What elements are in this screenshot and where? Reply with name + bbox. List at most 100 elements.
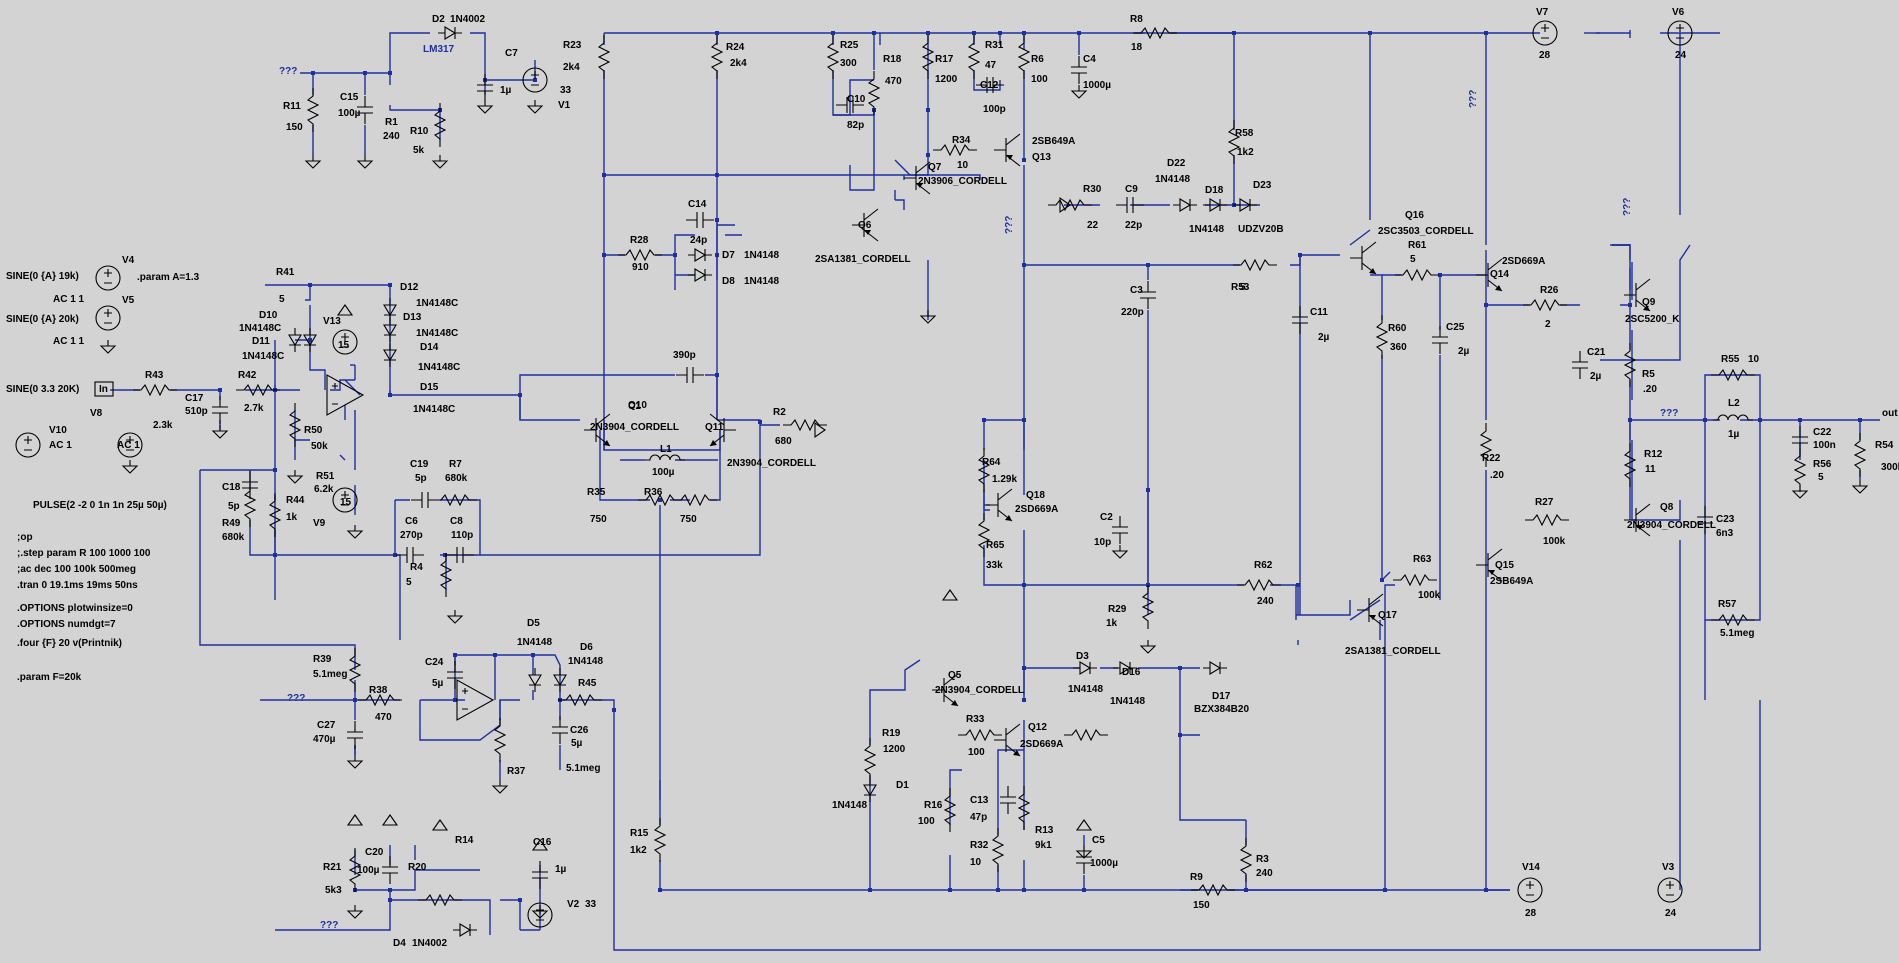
val-R54: 300k — [1881, 462, 1899, 473]
ref-R45: R45 — [578, 678, 597, 689]
val-C25: 2µ — [1458, 346, 1470, 357]
val-R35: 750 — [590, 514, 607, 525]
ref-V1: V1 — [558, 100, 571, 111]
ref-C15: C15 — [340, 92, 359, 103]
val-R62: 240 — [1257, 596, 1274, 607]
ref-D4: D4 — [393, 938, 406, 949]
ref-D3: D3 — [1076, 651, 1089, 662]
ref-D15: D15 — [420, 382, 439, 393]
val-R50: 50k — [311, 441, 328, 452]
ref-C23: C23 — [1716, 514, 1735, 525]
ref-R58: R58 — [1235, 128, 1254, 139]
model-D13: 1N4148C — [416, 328, 458, 339]
val-C26b: 5.1meg — [566, 763, 600, 774]
val-C21: 2µ — [1590, 371, 1602, 382]
val-R55: 10 — [1748, 354, 1760, 365]
model-D22: 1N4148 — [1155, 174, 1190, 185]
ref-Q6: Q6 — [858, 220, 872, 231]
val-R60: 360 — [1390, 342, 1407, 353]
ref-C2: C2 — [1100, 512, 1113, 523]
ref-V2: V2 — [567, 899, 580, 910]
val-C4: 1000µ — [1083, 80, 1111, 91]
val-R19: 1200 — [883, 744, 906, 755]
ac-V8: AC 1 — [117, 440, 140, 451]
ref-L1: L1 — [660, 444, 672, 455]
val-R64: 1.29k — [992, 474, 1017, 485]
val-R17: 1200 — [935, 74, 958, 85]
ref-R51: R51 — [316, 471, 335, 482]
val-C16: 1µ — [555, 864, 567, 875]
ref-C5: C5 — [1092, 835, 1105, 846]
model-D10: 1N4148C — [239, 323, 281, 334]
ref-Q7: Q7 — [928, 162, 942, 173]
val-C20: 100µ — [357, 865, 380, 876]
ref-R4: R4 — [410, 562, 423, 573]
junction-dots — [218, 31, 1862, 902]
val-R57: 5.1meg — [1720, 628, 1754, 639]
val-R18: 470 — [885, 76, 902, 87]
ref-Q12: Q12 — [1028, 722, 1047, 733]
net-label-6: ??? — [287, 693, 305, 704]
ref-R7: R7 — [449, 459, 462, 470]
ref-C3: C3 — [1130, 285, 1143, 296]
ref-R23: R23 — [563, 40, 582, 51]
directive-ac: ;ac dec 100 100k 500meg — [17, 564, 136, 575]
net-label-7: ??? — [320, 920, 338, 931]
val-R16: 100 — [918, 816, 935, 827]
ref-V13: V13 — [323, 316, 341, 327]
val-C13: 47p — [970, 812, 987, 823]
ref-R6: R6 — [1031, 54, 1044, 65]
val-C11: 2µ — [1318, 332, 1330, 343]
ref-Q11: Q11 — [705, 422, 724, 433]
ref-R64: R64 — [982, 457, 1001, 468]
val-C6: 270p — [400, 530, 423, 541]
val-R21: 5k3 — [325, 885, 342, 896]
ref-C26: C26 — [570, 725, 589, 736]
ref-D18: D18 — [1205, 185, 1224, 196]
ref-C25: C25 — [1446, 322, 1465, 333]
ref-D22: D22 — [1167, 158, 1186, 169]
wires — [110, 30, 1880, 951]
model-Q10: 2N3904_CORDELL — [590, 422, 679, 433]
model-Q5: 2N3904_CORDELL — [935, 685, 1024, 696]
ref-R9: R9 — [1190, 872, 1203, 883]
ref-R15: R15 — [630, 828, 649, 839]
ref-C16: C16 — [533, 837, 552, 848]
ref-D12: D12 — [400, 282, 419, 293]
val-C15: 100µ — [338, 108, 361, 119]
val-R51: 6.2k — [314, 484, 334, 495]
ref-C10: C10 — [847, 94, 866, 105]
ref-D1: D1 — [896, 780, 909, 791]
ref-C27: C27 — [317, 720, 336, 731]
val-R58: 1k2 — [1237, 147, 1254, 158]
val-R34: 10 — [957, 160, 969, 171]
val-R22: .20 — [1490, 470, 1504, 481]
val-C3: 220p — [1121, 307, 1144, 318]
model-Q13: 2SB649A — [1032, 136, 1075, 147]
val-C12: 100p — [983, 104, 1006, 115]
ref-D6: D6 — [580, 642, 593, 653]
ref-D7: D7 — [722, 250, 735, 261]
val-L1: 100µ — [652, 467, 675, 478]
ref-R65: R65 — [986, 540, 1005, 551]
directive-param-F: .param F=20k — [17, 672, 82, 683]
val-C9: 22p — [1125, 220, 1142, 231]
ref-R18: R18 — [883, 54, 902, 65]
ref-R33: R33 — [966, 714, 985, 725]
ref-D10: D10 — [259, 310, 278, 321]
ref-V3: V3 — [1662, 862, 1675, 873]
ref-C4: C4 — [1083, 54, 1096, 65]
ref-R36: R36 — [644, 487, 663, 498]
param-A: .param A=1.3 — [137, 272, 200, 283]
ref-R2: R2 — [773, 407, 786, 418]
val-R8: 18 — [1131, 42, 1143, 53]
ref-R49: R49 — [222, 518, 241, 529]
directive-options-plotwinsize: .OPTIONS plotwinsize=0 — [17, 603, 133, 614]
model-D15: 1N4148C — [413, 404, 455, 415]
ref-Q15: Q15 — [1495, 560, 1514, 571]
model-D7: 1N4148 — [744, 250, 779, 261]
val-R26: 2 — [1545, 319, 1551, 330]
ref-V7: V7 — [1536, 7, 1549, 18]
